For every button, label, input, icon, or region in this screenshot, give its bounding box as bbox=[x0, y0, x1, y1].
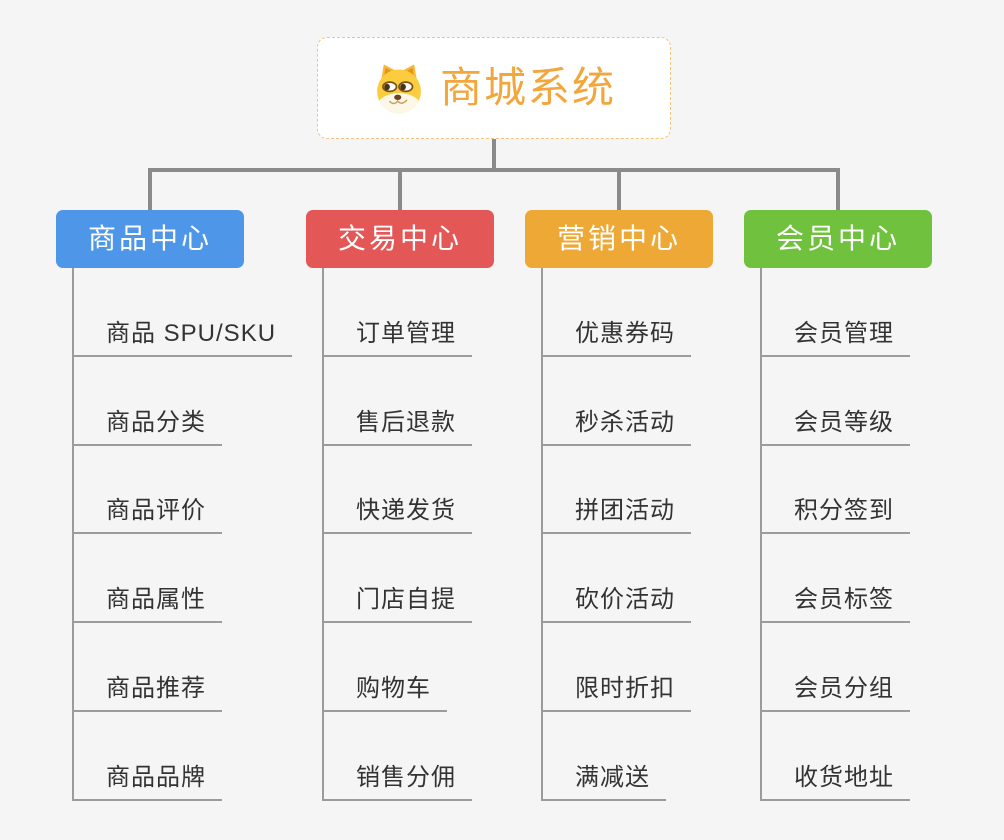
connector-branch-drop bbox=[836, 168, 840, 210]
branch-children: 优惠券码秒杀活动拼团活动砍价活动限时折扣满减送 bbox=[541, 268, 793, 801]
root-node[interactable]: 商城系统 bbox=[317, 37, 671, 139]
connector-rail bbox=[148, 168, 840, 172]
leaf-node[interactable]: 商品推荐 bbox=[72, 623, 324, 712]
leaf-node[interactable]: 积分签到 bbox=[760, 446, 1004, 535]
leaf-node-label: 优惠券码 bbox=[541, 313, 691, 357]
leaf-node[interactable]: 商品分类 bbox=[72, 357, 324, 446]
leaf-node-label: 积分签到 bbox=[760, 490, 910, 535]
leaf-node-label: 收货地址 bbox=[760, 757, 910, 801]
leaf-node-label: 满减送 bbox=[541, 757, 666, 801]
branch-children: 会员管理会员等级积分签到会员标签会员分组收货地址 bbox=[760, 268, 1004, 801]
leaf-node[interactable]: 订单管理 bbox=[322, 268, 574, 357]
connector-branch-drop bbox=[617, 168, 621, 210]
leaf-node-label: 会员等级 bbox=[760, 402, 910, 446]
leaf-node[interactable]: 销售分佣 bbox=[322, 712, 574, 801]
leaf-node-label: 商品推荐 bbox=[72, 668, 222, 712]
leaf-node[interactable]: 拼团活动 bbox=[541, 446, 793, 535]
leaf-node[interactable]: 会员标签 bbox=[760, 534, 1004, 624]
leaf-node[interactable]: 售后退款 bbox=[322, 357, 574, 446]
leaf-node-label: 门店自提 bbox=[322, 579, 472, 624]
leaf-node[interactable]: 门店自提 bbox=[322, 534, 574, 624]
leaf-node[interactable]: 秒杀活动 bbox=[541, 357, 793, 446]
leaf-node[interactable]: 收货地址 bbox=[760, 712, 1004, 801]
leaf-node[interactable]: 商品 SPU/SKU bbox=[72, 268, 324, 357]
leaf-node[interactable]: 商品属性 bbox=[72, 534, 324, 624]
branch-children: 商品 SPU/SKU 商品分类商品评价商品属性商品推荐商品品牌 bbox=[72, 268, 324, 801]
connector-branch-drop bbox=[148, 168, 152, 210]
branch-node[interactable]: 交易中心 bbox=[306, 210, 494, 268]
leaf-node[interactable]: 会员管理 bbox=[760, 268, 1004, 357]
leaf-node-label: 商品 SPU/SKU bbox=[72, 313, 293, 357]
leaf-node-label: 砍价活动 bbox=[541, 579, 691, 624]
leaf-node-label: 订单管理 bbox=[322, 313, 472, 357]
leaf-node[interactable]: 商品评价 bbox=[72, 446, 324, 535]
leaf-node[interactable]: 砍价活动 bbox=[541, 534, 793, 624]
leaf-node-label: 商品分类 bbox=[72, 402, 222, 446]
connector-branch-drop bbox=[398, 168, 402, 210]
leaf-node[interactable]: 商品品牌 bbox=[72, 712, 324, 801]
branch-node[interactable]: 商品中心 bbox=[56, 210, 244, 268]
doge-icon bbox=[377, 64, 421, 114]
connector-root-stem bbox=[492, 139, 496, 171]
branch-node-label: 交易中心 bbox=[337, 223, 462, 254]
root-node-title: 商城系统 bbox=[439, 64, 616, 111]
branch-node-label: 会员中心 bbox=[775, 223, 900, 254]
branch-children: 订单管理售后退款快递发货门店自提购物车销售分佣 bbox=[322, 268, 574, 801]
leaf-node[interactable]: 限时折扣 bbox=[541, 623, 793, 712]
leaf-node[interactable]: 优惠券码 bbox=[541, 268, 793, 357]
branch-node[interactable]: 营销中心 bbox=[525, 210, 713, 268]
leaf-node-label: 购物车 bbox=[322, 668, 447, 712]
leaf-node-label: 会员分组 bbox=[760, 668, 910, 712]
leaf-node-label: 会员管理 bbox=[760, 313, 910, 357]
leaf-node[interactable]: 购物车 bbox=[322, 623, 574, 712]
leaf-node-label: 快递发货 bbox=[322, 490, 472, 535]
branch-node[interactable]: 会员中心 bbox=[744, 210, 932, 268]
leaf-node-label: 商品评价 bbox=[72, 490, 222, 535]
leaf-node-label: 商品属性 bbox=[72, 579, 222, 624]
leaf-node-label: 限时折扣 bbox=[541, 668, 691, 712]
leaf-node-label: 商品品牌 bbox=[72, 757, 222, 801]
leaf-node[interactable]: 会员分组 bbox=[760, 623, 1004, 712]
leaf-node-label: 售后退款 bbox=[322, 402, 472, 446]
leaf-node-label: 会员标签 bbox=[760, 579, 910, 624]
branch-node-label: 商品中心 bbox=[87, 223, 212, 254]
branch-node-label: 营销中心 bbox=[556, 223, 681, 254]
leaf-node-label: 拼团活动 bbox=[541, 490, 691, 535]
leaf-node[interactable]: 快递发货 bbox=[322, 446, 574, 535]
leaf-node-label: 销售分佣 bbox=[322, 757, 472, 801]
leaf-node[interactable]: 会员等级 bbox=[760, 357, 1004, 446]
leaf-node[interactable]: 满减送 bbox=[541, 712, 793, 801]
leaf-node-label: 秒杀活动 bbox=[541, 402, 691, 446]
